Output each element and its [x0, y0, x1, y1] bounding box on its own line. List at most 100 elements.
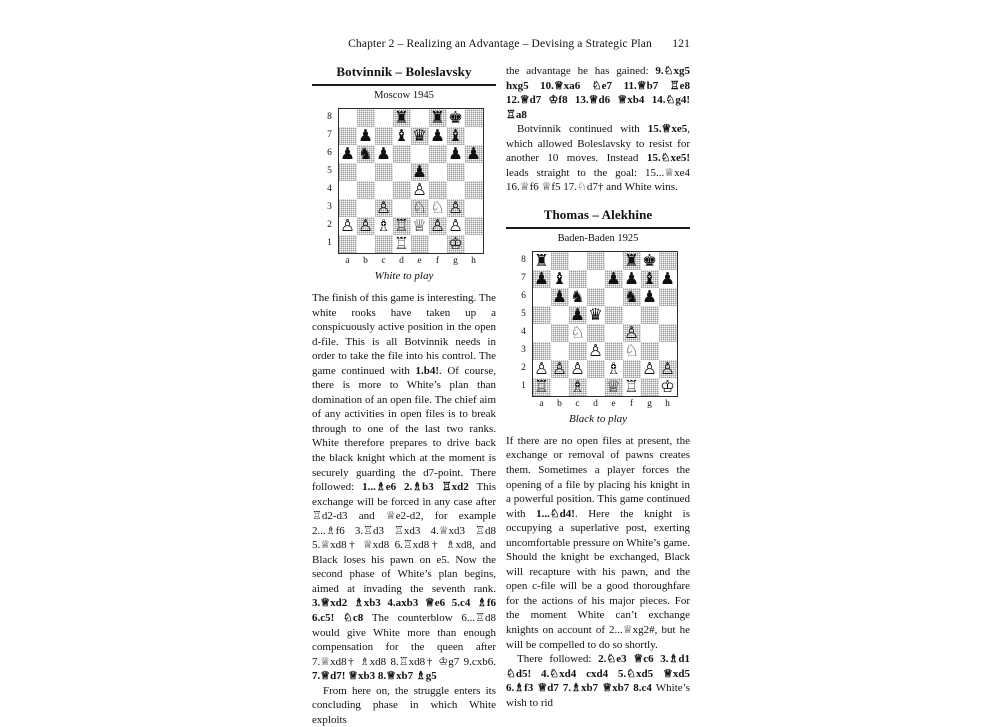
chess-piece: ♞: [624, 286, 639, 306]
board-square: ♟: [604, 269, 623, 288]
paragraph: Botvinnik continued with 15.♕xe5, which …: [506, 122, 690, 195]
board-square: [586, 359, 605, 378]
board-square: [550, 323, 569, 342]
rank-label: 1: [327, 238, 332, 248]
board-square: [356, 181, 375, 199]
prose-text: Botvinnik continued with: [517, 123, 648, 136]
file-label: h: [471, 256, 476, 266]
board-square: ♚: [446, 109, 465, 127]
board-square: ♗: [568, 377, 587, 396]
board-square: [586, 287, 605, 306]
board-square: ♙: [622, 322, 641, 342]
board-square: [604, 251, 623, 270]
paragraph: If there are no open files at present, t…: [506, 434, 690, 652]
board-square: ♙: [640, 359, 659, 378]
chess-piece: ♟: [660, 268, 675, 288]
title-rule: [506, 226, 690, 229]
board-square: ♙: [568, 359, 587, 378]
board-square: ♜: [622, 251, 641, 270]
chess-piece: ♙: [430, 216, 445, 235]
board-square: ♙: [446, 216, 465, 235]
left-body-text: The finish of this game is interesting. …: [312, 291, 496, 727]
board-square: ♙: [356, 216, 375, 235]
chess-piece: ♙: [358, 216, 373, 235]
move-text: 1...♗e6 2.♗b3 ♖xd2: [362, 481, 469, 494]
board-square: ♘: [410, 199, 429, 217]
board-square: [640, 305, 659, 324]
chess-piece: ♟: [570, 304, 585, 324]
board-square: ♝: [550, 269, 569, 288]
chess-piece: ♝: [448, 126, 463, 145]
board-square: [640, 377, 659, 396]
game-event: Baden-Baden 1925: [557, 232, 639, 244]
file-label: a: [539, 398, 544, 409]
board-square: [356, 163, 375, 181]
board-square: [658, 305, 677, 324]
rank-label: 6: [521, 290, 526, 301]
prose-text: From here on, the struggle enters its co…: [312, 684, 496, 726]
board-square: [622, 359, 641, 378]
chess-board-1: ♜♜♚♟♝♛♟♝♟♞♟♟♟♟♙♙♘♘♙♙♙♗♖♕♙♙♖♔: [337, 108, 484, 254]
game-event: Moscow 1945: [374, 90, 434, 101]
board-square: ♖: [392, 217, 411, 235]
rank-label: 8: [327, 112, 332, 122]
board-square: [586, 251, 605, 270]
board-square: ♙: [586, 340, 605, 360]
board-square: ♟: [446, 145, 465, 163]
chess-piece: ♟: [534, 268, 549, 288]
move-text: 7.♕d7! ♕xb3 8.♕xb7 ♗g5: [312, 670, 437, 683]
board-square: [464, 199, 483, 217]
board-square: ♙: [532, 359, 551, 378]
chess-piece: ♗: [376, 216, 391, 235]
rank-label: 5: [327, 166, 332, 176]
file-label: g: [647, 398, 652, 409]
rank-label: 4: [327, 184, 332, 194]
board-square: [428, 181, 447, 199]
board-square: ♟: [410, 163, 429, 181]
chess-piece: ♙: [624, 322, 639, 342]
board-square: ♝: [640, 269, 659, 288]
board-square: [392, 163, 411, 181]
running-head: Chapter 2 – Realizing an Advantage – Dev…: [310, 38, 690, 50]
rank-label: 8: [521, 254, 526, 265]
chess-piece: ♟: [624, 268, 639, 288]
chess-piece: ♕: [412, 216, 427, 235]
right-column: the advantage he has gained: 9.♘xg5 hxg5…: [506, 64, 690, 710]
game-title: Botvinnik – Boleslavsky: [336, 64, 472, 79]
board-square: ♔: [658, 377, 677, 396]
prose-text: . Here the knight is occupying a superla…: [506, 507, 690, 651]
board-square: [658, 323, 677, 342]
board-square: [586, 377, 605, 396]
diagram-caption-1: White to play: [374, 270, 434, 282]
chess-piece: ♜: [430, 108, 445, 127]
chess-piece: ♜: [534, 250, 549, 270]
chess-piece: ♘: [624, 340, 639, 360]
board-square: ♙: [446, 199, 465, 217]
chess-piece: ♙: [588, 340, 603, 360]
board-square: [392, 145, 411, 163]
chess-piece: ♔: [448, 234, 463, 253]
board-square: ♛: [410, 126, 429, 145]
board-square: [532, 305, 551, 324]
chess-piece: ♟: [376, 144, 391, 163]
chess-piece: ♛: [412, 126, 427, 145]
board-square: [374, 181, 393, 199]
rank-label: 3: [521, 344, 526, 355]
board-square: [338, 109, 357, 127]
game-title: Thomas – Alekhine: [543, 206, 653, 222]
board-square: [550, 305, 569, 324]
chess-piece: ♟: [358, 126, 373, 145]
board-square: [604, 287, 623, 306]
board-square: [356, 199, 375, 217]
board-square: [586, 269, 605, 288]
right-bottom-text: If there are no open files at present, t…: [506, 434, 690, 710]
chess-piece: ♙: [412, 180, 427, 199]
board-square: [464, 217, 483, 235]
board-square: [604, 341, 623, 360]
rank-label: 2: [327, 220, 332, 230]
chess-piece: ♙: [448, 216, 463, 235]
move-text: 9.♘xg5 hxg5 10.♕xa6 ♘e7 11.♕b7 ♖e8 12.♕d…: [506, 65, 690, 121]
board-square: ♟: [550, 287, 569, 306]
